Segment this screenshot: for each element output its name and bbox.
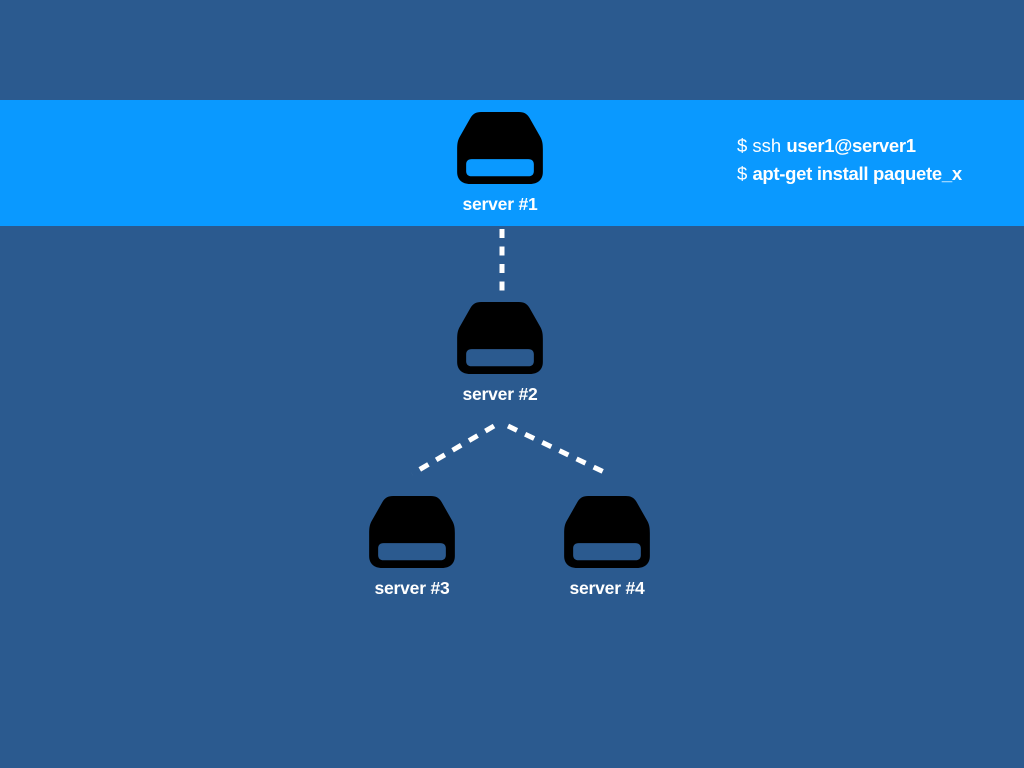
- terminal-line-1: $ ssh user1@server1: [737, 132, 962, 160]
- connector-server2-server3: [410, 423, 496, 477]
- server-node-4: server #4: [547, 496, 667, 599]
- terminal-line-2: $ apt-get install paquete_x: [737, 160, 962, 188]
- server-label: server #4: [569, 578, 645, 598]
- server-label: server #1: [462, 194, 538, 214]
- prompt-text: $: [737, 163, 753, 184]
- server-node-3: server #3: [352, 496, 472, 599]
- server-drive-icon: [369, 496, 455, 568]
- server-node-1: server #1: [440, 112, 560, 215]
- terminal-commands: $ ssh user1@server1 $ apt-get install pa…: [737, 132, 962, 188]
- server-drive-icon: [457, 302, 543, 374]
- connector-server2-server4: [506, 423, 608, 476]
- prompt-text: $ ssh: [737, 135, 787, 156]
- server-node-2: server #2: [440, 302, 560, 405]
- server-label: server #3: [374, 578, 450, 598]
- server-drive-icon: [457, 112, 543, 184]
- command-text: user1@server1: [786, 135, 916, 156]
- server-label: server #2: [462, 384, 538, 404]
- command-text: apt-get install paquete_x: [752, 163, 962, 184]
- server-drive-icon: [564, 496, 650, 568]
